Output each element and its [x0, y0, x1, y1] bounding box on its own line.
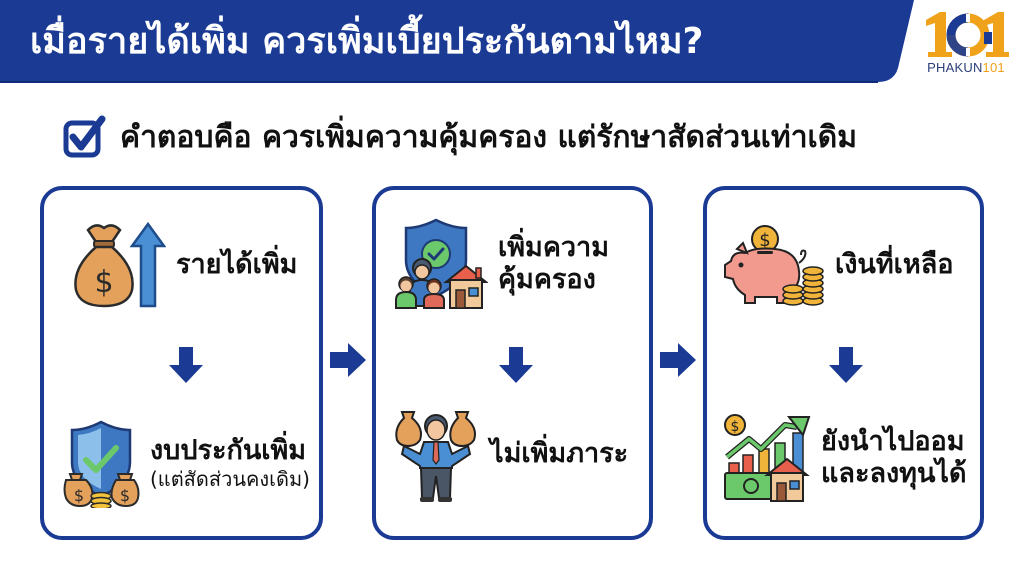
- down-arrow-icon: [829, 347, 863, 383]
- page-title: เมื่อรายได้เพิ่ม ควรเพิ่มเบี้ยประกันตามไ…: [30, 21, 704, 62]
- card-remaining-top: $ เงินที่เหลือ: [707, 220, 980, 310]
- down-arrow-icon: [169, 347, 203, 383]
- card-income-bottom: $ $ งบประกันเพิ่ม (แต่สัดส่วนคงเดิม): [44, 418, 319, 508]
- increase-coverage-line2: คุ้มครอง: [498, 264, 596, 295]
- svg-text:$: $: [120, 486, 130, 505]
- card-income: $ รายได้เพิ่ม $ $ งบประกันเพิ่ม (แต่สัดส…: [40, 186, 323, 540]
- right-arrow-icon: [330, 343, 366, 377]
- checkbox-checked-icon: [63, 115, 106, 158]
- card-remaining-bottom-text: ยังนำไปออม และลงทุนได้: [821, 426, 967, 491]
- card-coverage-top-text: เพิ่มความ คุ้มครอง: [498, 232, 609, 297]
- save-invest-line1: ยังนำไปออม: [821, 425, 965, 457]
- svg-text:$: $: [759, 230, 770, 251]
- card-income-label: รายได้เพิ่ม: [176, 248, 298, 280]
- increase-coverage-line1: เพิ่มความ: [498, 231, 610, 263]
- investment-growth-house-icon: $: [724, 414, 811, 502]
- shield-money-bags-icon: $ $: [63, 420, 140, 508]
- person-holding-money-bags-icon: [395, 411, 476, 502]
- answer-row: คำตอบคือ ควรเพิ่มความคุ้มครอง แต่รักษาสั…: [62, 112, 857, 162]
- card-coverage-top: เพิ่มความ คุ้มครอง: [376, 214, 649, 314]
- piggy-bank-coins-icon: $: [724, 225, 824, 306]
- card-coverage-bottom: ไม่เพิ่มภาระ: [376, 404, 649, 504]
- card-income-top: $ รายได้เพิ่ม: [44, 220, 319, 310]
- card-income-bottom-text: งบประกันเพิ่ม (แต่สัดส่วนคงเดิม): [150, 435, 310, 491]
- right-arrow-icon: [660, 343, 696, 377]
- svg-text:$: $: [74, 486, 84, 505]
- same-ratio-label: (แต่สัดส่วนคงเดิม): [150, 467, 310, 492]
- money-bag-up-arrow-icon: $: [74, 221, 166, 308]
- card-coverage: เพิ่มความ คุ้มครอง ไม่เพิ่มภาระ: [372, 186, 653, 540]
- save-invest-line2: และลงทุนได้: [821, 458, 967, 489]
- answer-text: คำตอบคือ ควรเพิ่มความคุ้มครอง แต่รักษาสั…: [120, 119, 858, 155]
- card-remaining-bottom: $ ยังนำไปออม และลงทุนได้: [707, 410, 980, 506]
- shield-family-house-icon: [395, 218, 488, 309]
- logo-wordmark: PHAKUN101: [927, 60, 1005, 75]
- brand-logo: PHAKUN101: [918, 10, 1014, 78]
- svg-text:$: $: [731, 419, 740, 435]
- down-arrow-icon: [499, 347, 533, 383]
- header: เมื่อรายได้เพิ่ม ควรเพิ่มเบี้ยประกันตามไ…: [0, 0, 1024, 84]
- card-remaining-money: $ เงินที่เหลือ $: [703, 186, 984, 540]
- budget-increase-label: งบประกันเพิ่ม: [150, 434, 307, 466]
- logo-101-icon: [926, 12, 1009, 57]
- svg-text:$: $: [94, 265, 113, 300]
- remaining-money-label: เงินที่เหลือ: [835, 248, 954, 280]
- no-extra-burden-label: ไม่เพิ่มภาระ: [490, 437, 629, 469]
- header-band: [0, 0, 914, 83]
